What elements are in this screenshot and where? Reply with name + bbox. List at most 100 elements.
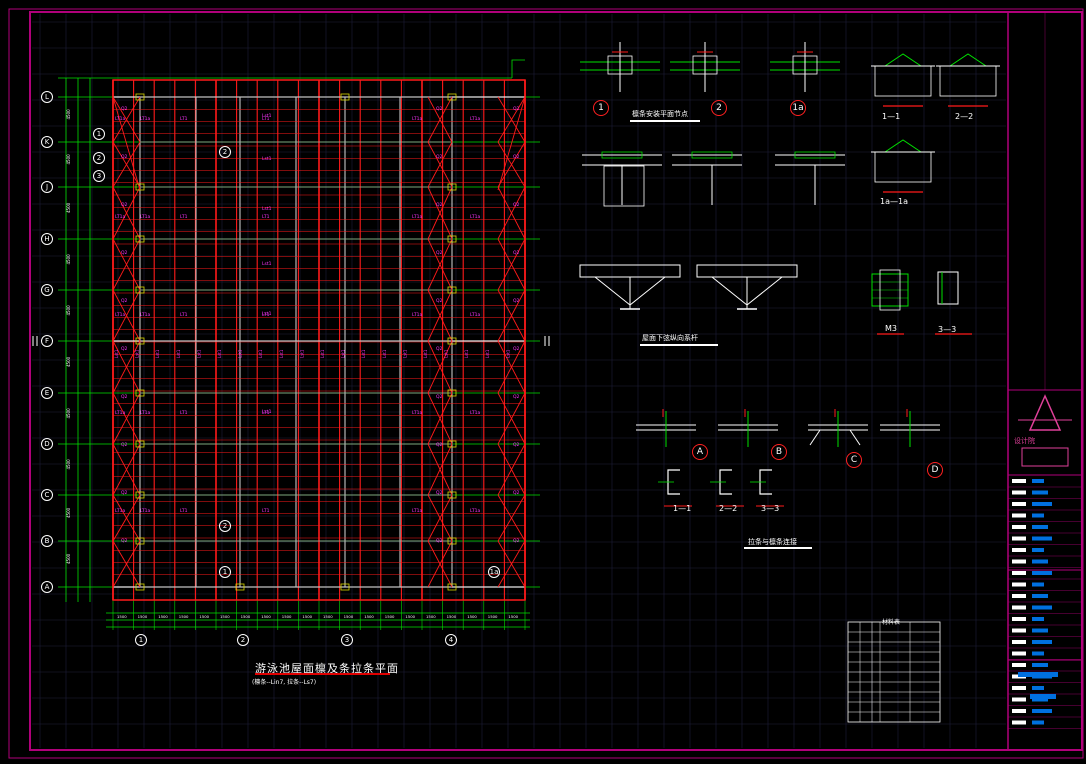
tie-tag: LT1 — [180, 508, 188, 514]
purlin-tag: Q2 — [121, 154, 128, 160]
purlin-tag: Lst1 — [262, 311, 272, 317]
purlin-tag: Lst1 — [361, 349, 366, 358]
logo-text: 设计院 — [1014, 437, 1035, 445]
connection-plate — [340, 583, 350, 591]
section-box — [874, 151, 932, 183]
grid-col-bubble: 4 — [445, 634, 457, 646]
plan-detail-bubble: 1a — [488, 566, 500, 578]
connection-plate — [135, 491, 145, 499]
tie-tag: LT1a — [412, 508, 422, 514]
logo-base — [1021, 447, 1069, 467]
brace — [112, 186, 141, 240]
detail-bubble: 1 — [593, 100, 609, 116]
tb-label — [1012, 548, 1026, 552]
purlin-tag: Q2 — [513, 538, 520, 544]
purlin-tag: Lst1 — [464, 349, 469, 358]
dim-text: 1500 — [467, 614, 477, 619]
dim-text: 1500 — [385, 614, 395, 619]
tie-tag: LT1 — [262, 312, 270, 318]
purlin-tag: Q2 — [121, 250, 128, 256]
tb-value-large — [1030, 694, 1056, 699]
tb-label — [1012, 709, 1026, 713]
dim-text: 1500 — [261, 614, 271, 619]
purlin-tag: Q2 — [121, 442, 128, 448]
connection-plate — [135, 286, 145, 294]
tie-tag: LT1a — [115, 312, 125, 318]
detail-section-title: 檩条安装平面节点 — [632, 110, 688, 118]
brace — [427, 96, 453, 143]
purlin-tag: Q2 — [121, 106, 128, 112]
tie-tag: LT1a — [412, 312, 422, 318]
tb-value — [1032, 686, 1044, 690]
purlin-tag: Q2 — [436, 394, 443, 400]
dim-text: 4500 — [66, 202, 71, 213]
dim-text: 1500 — [199, 614, 209, 619]
purlin-tag: Q2 — [436, 298, 443, 304]
tb-value — [1032, 617, 1044, 621]
tb-value — [1032, 640, 1052, 644]
tie-diag — [809, 429, 821, 446]
grid-row-bubble: J — [41, 181, 53, 193]
brace — [497, 540, 526, 588]
tb-value — [1032, 559, 1048, 564]
section-label: 1—1 — [673, 504, 692, 513]
purlin-tag: Lst1 — [238, 349, 243, 358]
dim-text: 4500 — [66, 408, 71, 419]
brace — [427, 238, 453, 291]
brace — [112, 289, 141, 342]
brace — [112, 540, 141, 588]
grid-row-bubble: H — [41, 233, 53, 245]
tb-label — [1012, 525, 1026, 529]
dim-text: 1500 — [426, 614, 436, 619]
connection-plate — [235, 583, 245, 591]
tie-title-underline — [744, 547, 812, 549]
grid-row-bubble: C — [41, 489, 53, 501]
connection-plate — [447, 183, 457, 191]
plan-detail-bubble: 2 — [93, 152, 105, 164]
dim-text: 1500 — [447, 614, 457, 619]
purlin-tag: Lst1 — [176, 349, 181, 358]
tie-tag: LT1 — [262, 214, 270, 220]
purlin-tag: Q2 — [513, 250, 520, 256]
purlin-tag: Lst1 — [402, 349, 407, 358]
dim-text: 1500 — [179, 614, 189, 619]
tb-value — [1032, 594, 1048, 598]
tie-tag: LT1a — [140, 312, 150, 318]
tb-label — [1012, 479, 1026, 483]
purlin-tag: Q2 — [436, 538, 443, 544]
tie-tag: LT1 — [180, 410, 188, 416]
dim-text: 4500 — [66, 459, 71, 470]
section-gusset — [884, 53, 922, 67]
brace — [497, 443, 526, 496]
purlin-tag: Q2 — [121, 394, 128, 400]
section-label: 1—1 — [882, 112, 901, 121]
detail-plate — [607, 55, 633, 75]
purlin-tag: Lst1 — [382, 349, 387, 358]
tie-tag: LT1a — [470, 214, 480, 220]
grid-col-bubble: 2 — [237, 634, 249, 646]
brace — [427, 443, 453, 496]
tb-value — [1032, 513, 1044, 518]
title-block — [1008, 12, 1082, 729]
purlin-tag: Lst1 — [262, 206, 272, 212]
section-box — [939, 65, 997, 97]
purlin-tag: Lst1 — [444, 349, 449, 358]
purlin-tag: Lst1 — [262, 113, 272, 119]
tb-label — [1012, 536, 1026, 541]
table-title: 材料表 — [882, 619, 901, 626]
purlin-tag: Lst1 — [279, 349, 284, 358]
truss-chord — [579, 264, 681, 278]
brace — [497, 96, 526, 143]
purlin-tag: Lst1 — [258, 349, 263, 358]
dim-text: 1500 — [405, 614, 415, 619]
tb-label — [1012, 640, 1026, 644]
tie-title: 拉条与檩条连接 — [748, 538, 797, 546]
connection-plate — [135, 440, 145, 448]
tie-tag: LT1a — [115, 410, 125, 416]
tb-value — [1032, 525, 1048, 529]
connection-plate — [135, 389, 145, 397]
tie-tag: LT1a — [412, 410, 422, 416]
tb-label — [1012, 651, 1026, 656]
connection-plate — [340, 93, 350, 101]
